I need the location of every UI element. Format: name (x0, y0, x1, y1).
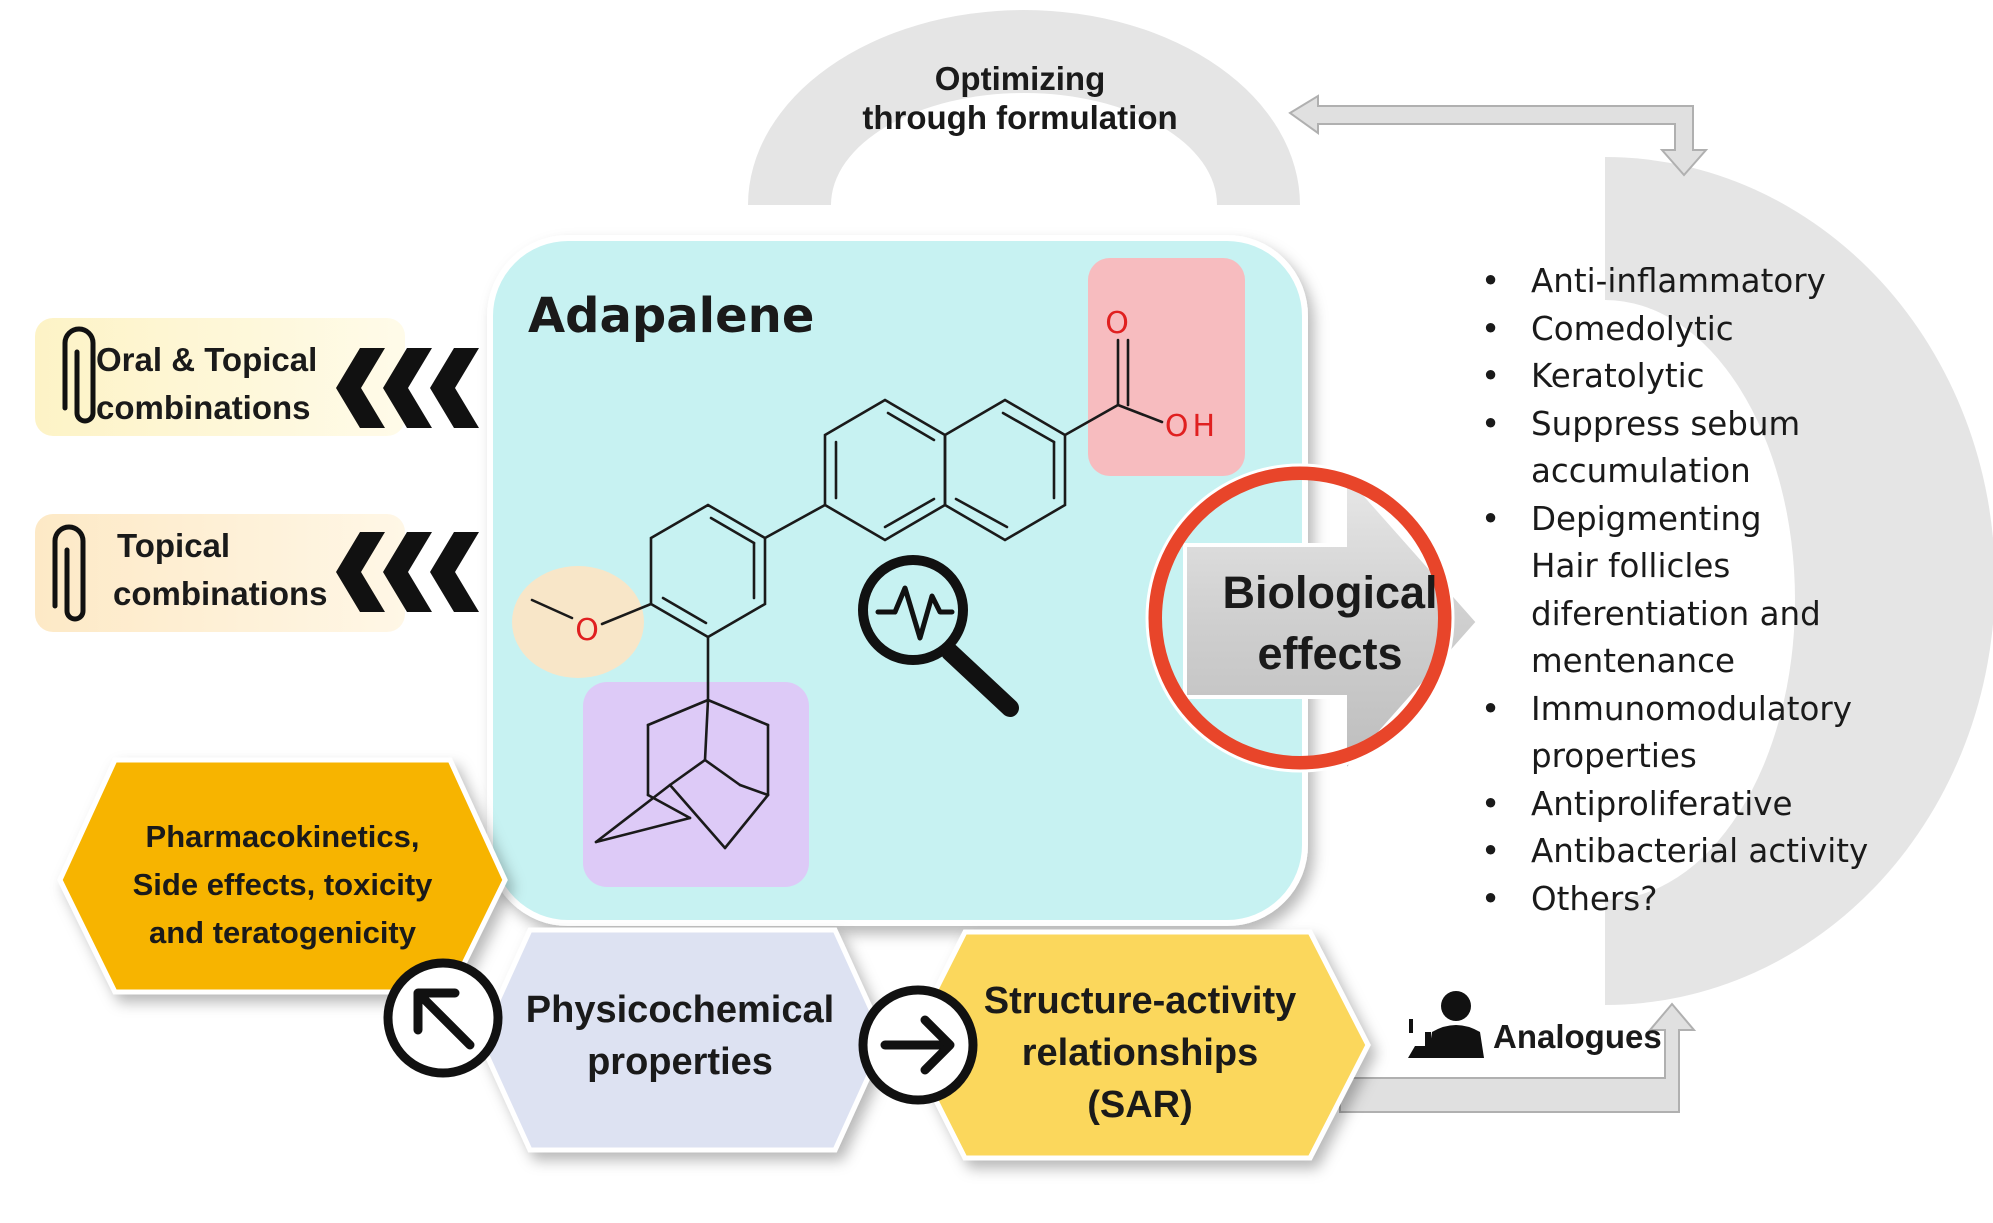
pharmacokinetics-line: Pharmacokinetics, (145, 819, 420, 854)
topical-combinations-box (35, 514, 405, 632)
chevron-arrows-icon (336, 532, 479, 612)
effect-item: mentenance (1531, 642, 1735, 680)
biological-effects-line: effects (1257, 627, 1403, 679)
sar-line: Structure-activity (983, 980, 1297, 1022)
effect-item: accumulation (1531, 452, 1751, 490)
physicochemical-label: Physicochemical properties (515, 984, 845, 1089)
arrow-up-left-icon (383, 958, 503, 1078)
combination-label-line: Oral & Topical (96, 341, 318, 378)
adapalene-structure (530, 338, 1164, 850)
effect-item: Keratolytic (1475, 353, 1868, 401)
biological-effects-label: Biological effects (1200, 563, 1460, 685)
biological-effects-arrow (1183, 466, 1481, 778)
formulation-arc (748, 10, 1300, 205)
effect-item: Antibacterial activity (1475, 828, 1868, 876)
oral-topical-combinations-label: Oral & Topical combinations (96, 336, 336, 432)
biological-effects-line: Biological (1222, 567, 1438, 618)
pharmacokinetics-line: Side effects, toxicity (132, 867, 433, 903)
analogues-label: Analogues (1493, 1018, 1662, 1055)
magnifier-pulse-icon (858, 555, 1019, 717)
oral-topical-combinations-box (35, 318, 405, 436)
chevron-arrows-icon (336, 348, 479, 428)
adapalene-title: Adapalene (528, 288, 815, 344)
adamantyl-highlight (583, 682, 809, 887)
formulation-label-line: Optimizing (934, 60, 1106, 97)
carbonyl-oxygen-label: O (1105, 306, 1129, 341)
sar-line: relationships (1021, 1032, 1259, 1075)
methoxy-highlight (512, 566, 644, 678)
effect-item: Immunomodulatory (1475, 686, 1868, 734)
effect-item: Depigmenting (1475, 496, 1868, 544)
formulation-label-line: through formulation (862, 98, 1178, 136)
effect-item: Others? (1475, 876, 1868, 924)
paperclip-icon (62, 326, 96, 424)
combination-label-line: combinations (96, 388, 311, 426)
paperclip-icon (52, 524, 86, 622)
effects-list: Anti-inflammatoryComedolyticKeratolyticS… (1475, 258, 1868, 923)
carboxyl-highlight (1088, 258, 1245, 476)
pharmacokinetics-label: Pharmacokinetics, Side effects, toxicity… (95, 813, 470, 957)
sar-line: (SAR) (1087, 1084, 1193, 1127)
pharmacokinetics-line: and teratogenicity (149, 915, 416, 951)
effect-item: Antiproliferative (1475, 781, 1868, 829)
combination-label-line: Topical (117, 527, 231, 564)
effect-item: Comedolytic (1475, 306, 1868, 354)
effect-item: Hair follicles (1531, 547, 1731, 585)
analogues-arrow (1339, 1002, 1697, 1113)
scientist-icon (1408, 991, 1484, 1058)
sar-label: Structure-activity relationships (SAR) (965, 975, 1315, 1131)
formulation-label: Optimizing through formulation (820, 60, 1220, 138)
topical-combinations-label: Topical combinations (113, 522, 353, 618)
biological-effects-ring (1148, 466, 1452, 770)
physicochemical-line: Physicochemical (525, 989, 835, 1031)
arrow-right-icon (858, 985, 978, 1105)
effect-item: Suppress sebum (1475, 401, 1868, 449)
biological-effects-ring-outline (1145, 463, 1455, 773)
combination-label-line: combinations (113, 574, 328, 612)
effect-item: properties (1531, 737, 1697, 775)
methoxy-oxygen-label: O (575, 613, 599, 648)
effects-arc-inner (1605, 300, 1795, 900)
effect-item: diferentiation and (1531, 594, 1821, 633)
feedback-arrow-top (1288, 94, 1709, 177)
hydroxyl-label: OH (1165, 409, 1219, 444)
physicochemical-line: properties (587, 1041, 773, 1084)
effect-item: Anti-inflammatory (1475, 258, 1868, 306)
